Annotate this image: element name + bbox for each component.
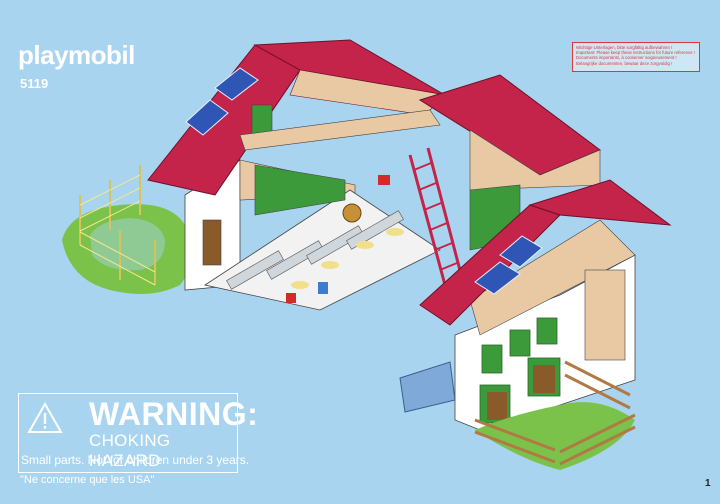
blue-pen — [399, 361, 456, 413]
warning-subtitle: CHOKING HAZARD — [89, 431, 171, 470]
important-notice-box: Wichtige Unterlagen, bitte sorgfältig au… — [572, 42, 700, 72]
main-barn — [147, 39, 446, 311]
warning-title: WARNING: — [89, 396, 259, 432]
brand-logo: playmobil — [18, 40, 135, 70]
choking-warning-box: WARNING: CHOKING HAZARD Small parts. Not… — [18, 393, 258, 473]
small-parts-text: Small parts. Not for children under 3 ye… — [21, 453, 250, 467]
left-paddock — [62, 165, 192, 294]
notice-line-en: Important: Please keep these instruction… — [576, 50, 695, 56]
usa-note: "Ne concerne que les USA" — [20, 474, 155, 486]
warning-triangle-icon — [27, 402, 63, 433]
notice-line-nl: Belangrijke documenten, bewaar deze zorg… — [576, 60, 673, 66]
model-number: 5119 — [20, 76, 49, 91]
notice-line-de: Wichtige Unterlagen, bitte sorgfältig au… — [576, 45, 673, 50]
front-house — [419, 179, 672, 431]
page-number: 1 — [705, 478, 711, 489]
right-paddock — [474, 360, 636, 470]
ladder — [408, 147, 464, 286]
notice-line-fr: Documents importants, à conserver soigne… — [576, 55, 677, 61]
